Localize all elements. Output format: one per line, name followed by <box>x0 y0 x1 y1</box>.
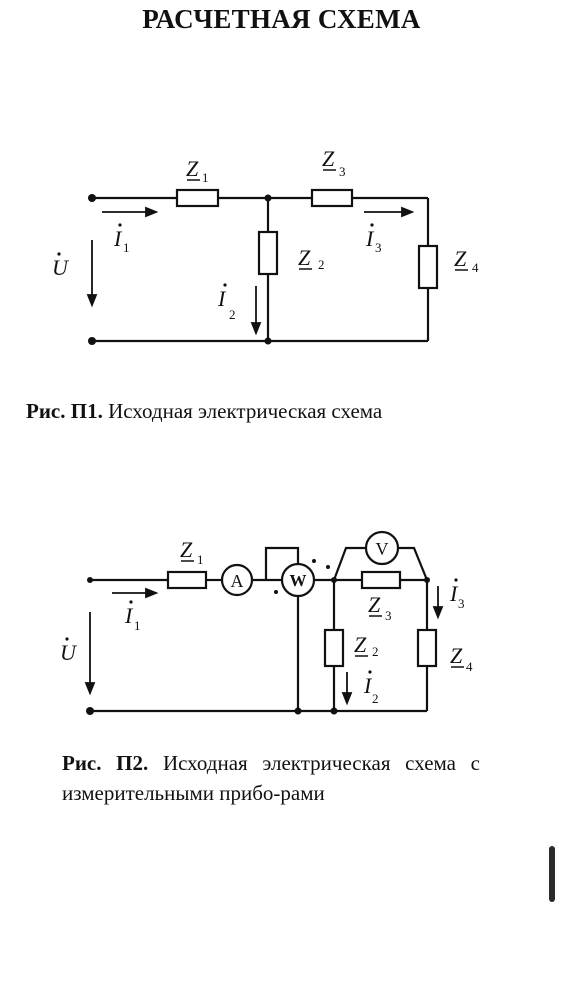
circuit-diagram-2: A W V Z 1 Z 3 Z 2 Z 4 I <box>60 530 473 715</box>
label-2-z4-sub: 4 <box>466 659 473 674</box>
label-i1-sub: 1 <box>123 240 130 255</box>
label-2-i1: I <box>124 603 134 628</box>
wire-2-v-left <box>332 546 366 581</box>
resistor-z1 <box>175 188 220 208</box>
wattmeter-circle <box>280 562 316 598</box>
label-z2-sub: 2 <box>318 257 325 272</box>
ammeter-label: A <box>231 571 244 591</box>
node-2-bottom-z2 <box>330 707 338 715</box>
label-2-z1-sub: 1 <box>197 552 204 567</box>
figure-2-number: Рис. П2. <box>62 751 149 775</box>
label-z1: Z <box>186 156 199 181</box>
label-i3-sub: 3 <box>375 240 382 255</box>
resistor-2-z3 <box>360 570 402 590</box>
label-2-i1-sub: 1 <box>134 618 141 633</box>
label-z1-sub: 1 <box>202 170 209 185</box>
polarity-dot-2 <box>312 559 316 563</box>
resistor-2-z1 <box>166 570 208 590</box>
label-i1: I <box>113 226 123 251</box>
label-z3: Z <box>322 146 335 171</box>
circuit-diagram-1: Z 1 Z 3 Z 2 Z 4 I 1 I 3 I 2 U <box>52 146 479 345</box>
label-2-i2: I <box>363 673 373 698</box>
node-2-top-z2 <box>331 577 337 583</box>
label-i3: I <box>365 226 375 251</box>
voltmeter-circle <box>364 530 400 566</box>
node-2-top-z4 <box>424 577 430 583</box>
node-2-bottom-w <box>294 707 302 715</box>
wattmeter-label: W <box>290 571 307 590</box>
wire-2-w-voltage-loop <box>264 546 300 580</box>
resistor-z4 <box>417 244 439 290</box>
figure-1-text: Исходная электрическая схема <box>108 399 383 423</box>
terminal-bottom <box>88 337 96 345</box>
label-2-z2: Z <box>354 632 367 657</box>
label-2-z2-sub: 2 <box>372 644 379 659</box>
resistor-z3 <box>310 188 354 208</box>
label-2-i2-sub: 2 <box>372 691 379 706</box>
label-2-i3-sub: 3 <box>458 596 465 611</box>
ammeter-circle <box>220 563 254 597</box>
scrollbar-thumb[interactable] <box>549 846 555 902</box>
resistor-2-z2 <box>323 628 345 668</box>
label-2-u: U <box>60 640 78 665</box>
figure-1-caption: Рис. П1. Исходная электрическая схема <box>26 396 382 426</box>
polarity-dot-1 <box>274 590 278 594</box>
label-i2: I <box>217 286 227 311</box>
figure-2-caption: Рис. П2. Исходная электрическая схема с … <box>62 748 480 808</box>
label-2-z3: Z <box>368 592 381 617</box>
node-bottom <box>264 337 272 345</box>
label-2-z1: Z <box>180 537 193 562</box>
terminal-2-bottom <box>86 707 94 715</box>
resistor-2-z4 <box>416 628 438 668</box>
label-2-z4: Z <box>450 643 463 668</box>
label-z4-sub: 4 <box>472 260 479 275</box>
label-z4: Z <box>454 246 467 271</box>
label-u: U <box>52 255 70 280</box>
page-title: РАСЧЕТНАЯ СХЕМА <box>142 4 421 34</box>
voltmeter-label: V <box>376 539 389 559</box>
figure-2-text: Исходная электрическая схема с измерител… <box>62 751 480 805</box>
figure-1-number: Рис. П1. <box>26 399 103 423</box>
node-top <box>264 194 272 202</box>
resistor-z2 <box>257 230 279 276</box>
label-z2: Z <box>298 245 311 270</box>
terminal-top <box>88 194 96 202</box>
terminal-2-top <box>87 577 93 583</box>
wire-2-v-right <box>398 546 429 581</box>
label-2-i3: I <box>449 581 459 606</box>
label-2-z3-sub: 3 <box>385 608 392 623</box>
polarity-dot-3 <box>326 565 330 569</box>
label-z3-sub: 3 <box>339 164 346 179</box>
label-i2-sub: 2 <box>229 307 236 322</box>
